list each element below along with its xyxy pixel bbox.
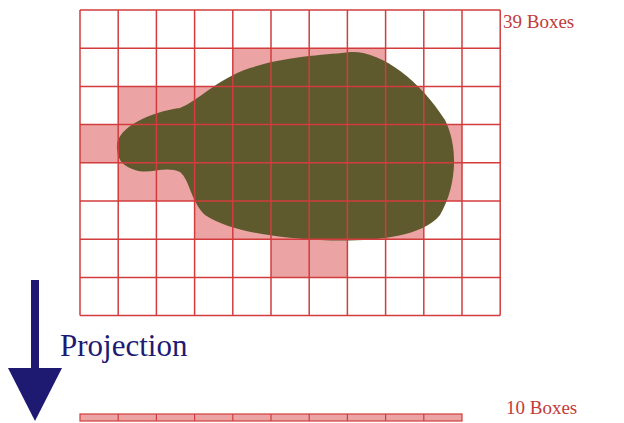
box-count-label: 10 Boxes [506, 398, 577, 417]
projection-label: Projection [60, 330, 187, 361]
box-grid [80, 10, 500, 316]
projection-arrow [8, 280, 62, 421]
projected-boxes [80, 414, 462, 421]
box-count-label: 39 Boxes [503, 12, 574, 31]
shape-blob [117, 52, 454, 241]
